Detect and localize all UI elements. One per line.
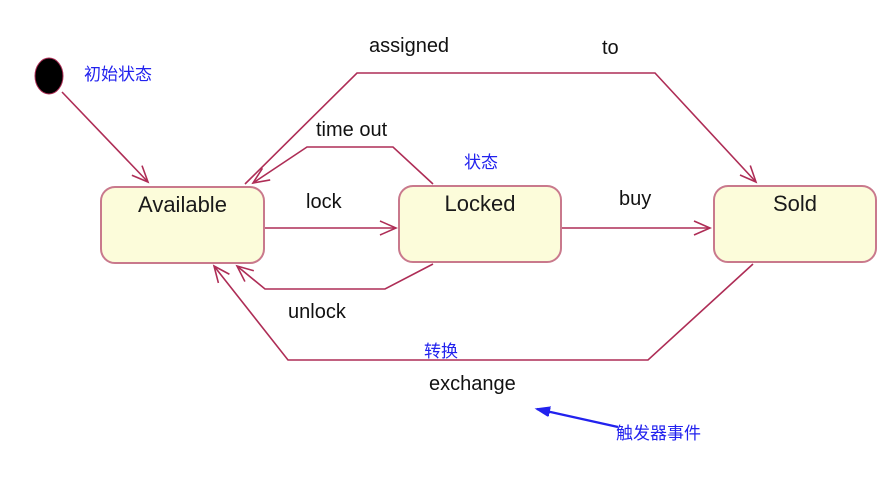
transition-label-buy: buy — [619, 188, 652, 210]
transition-label-assigned: assigned — [369, 35, 450, 57]
transition-label-exchange: exchange — [429, 373, 516, 395]
transition-label-lock: lock — [306, 191, 342, 213]
transition-line-exchange — [212, 263, 754, 361]
transition-label-time-out: time out — [316, 119, 388, 141]
transition-line-time-out — [251, 146, 434, 185]
transition-line-assigned-to — [244, 72, 758, 185]
annotation-pointer-arrow-icon — [537, 409, 619, 429]
transition-line-initial — [61, 91, 150, 184]
transition-label-to: to — [602, 37, 619, 59]
annotation-initial-state: 初始状态 — [84, 65, 152, 84]
state-label-available: Available — [138, 192, 227, 217]
state-node-sold: Sold — [713, 185, 877, 263]
state-node-locked: Locked — [398, 185, 562, 263]
transition-label-unlock: unlock — [288, 301, 346, 323]
state-node-available: Available — [100, 186, 265, 264]
annotation-trigger-event: 触发器事件 — [616, 424, 701, 443]
state-label-sold: Sold — [772, 191, 818, 216]
initial-state-node — [34, 57, 64, 95]
transition-line-unlock — [235, 263, 434, 290]
annotation-transition: 转换 — [424, 342, 458, 361]
state-label-locked: Locked — [444, 191, 516, 216]
annotation-state: 状态 — [464, 153, 498, 172]
